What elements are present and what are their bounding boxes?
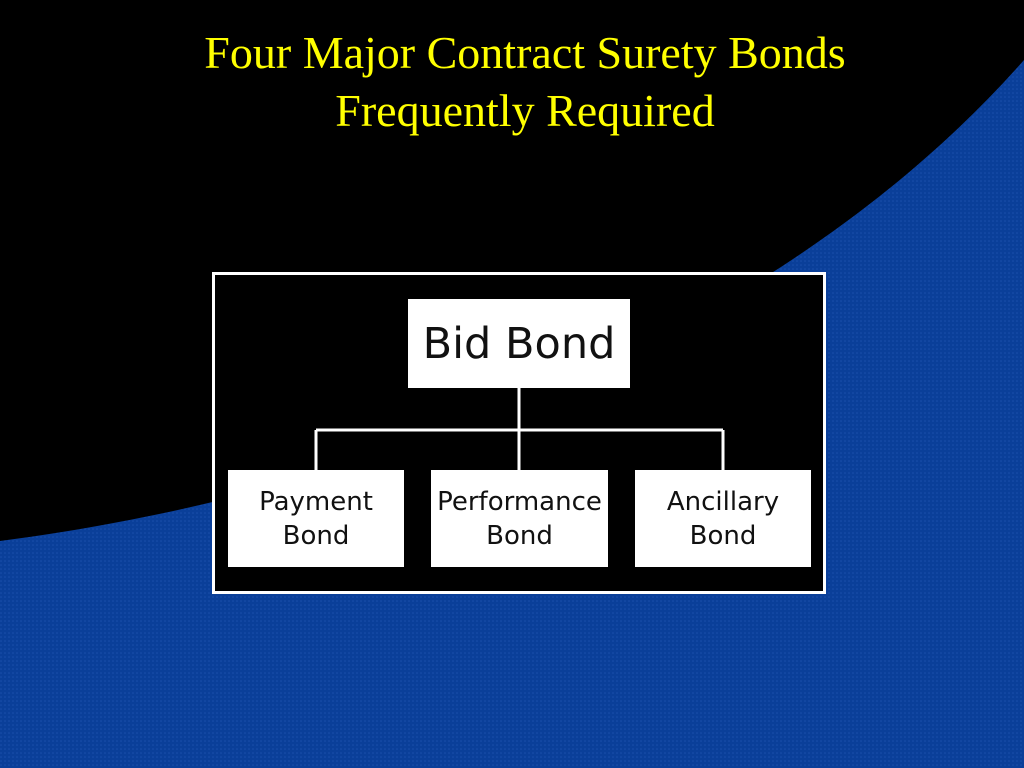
title-line-1: Four Major Contract Surety Bonds	[204, 27, 846, 78]
performance-bond-line-2: Bond	[486, 520, 553, 551]
performance-bond-box: Performance Bond	[431, 470, 608, 567]
ancillary-bond-box: Ancillary Bond	[635, 470, 811, 567]
payment-bond-box: Payment Bond	[228, 470, 404, 567]
bid-bond-box: Bid Bond	[408, 299, 630, 388]
ancillary-bond-line-2: Bond	[689, 520, 757, 551]
connector-lines	[314, 388, 725, 470]
bid-bond-label: Bid Bond	[422, 318, 616, 369]
diagram-frame: Bid Bond Payment Bond Performance Bond A…	[212, 272, 826, 594]
performance-bond-line-1: Performance	[437, 486, 602, 517]
slide-title: Four Major Contract Surety Bonds Frequen…	[0, 24, 1024, 140]
title-line-2: Frequently Required	[335, 85, 715, 136]
payment-bond-line-1: Payment	[259, 486, 373, 517]
ancillary-bond-line-1: Ancillary	[666, 486, 780, 517]
payment-bond-line-2: Bond	[282, 520, 350, 551]
